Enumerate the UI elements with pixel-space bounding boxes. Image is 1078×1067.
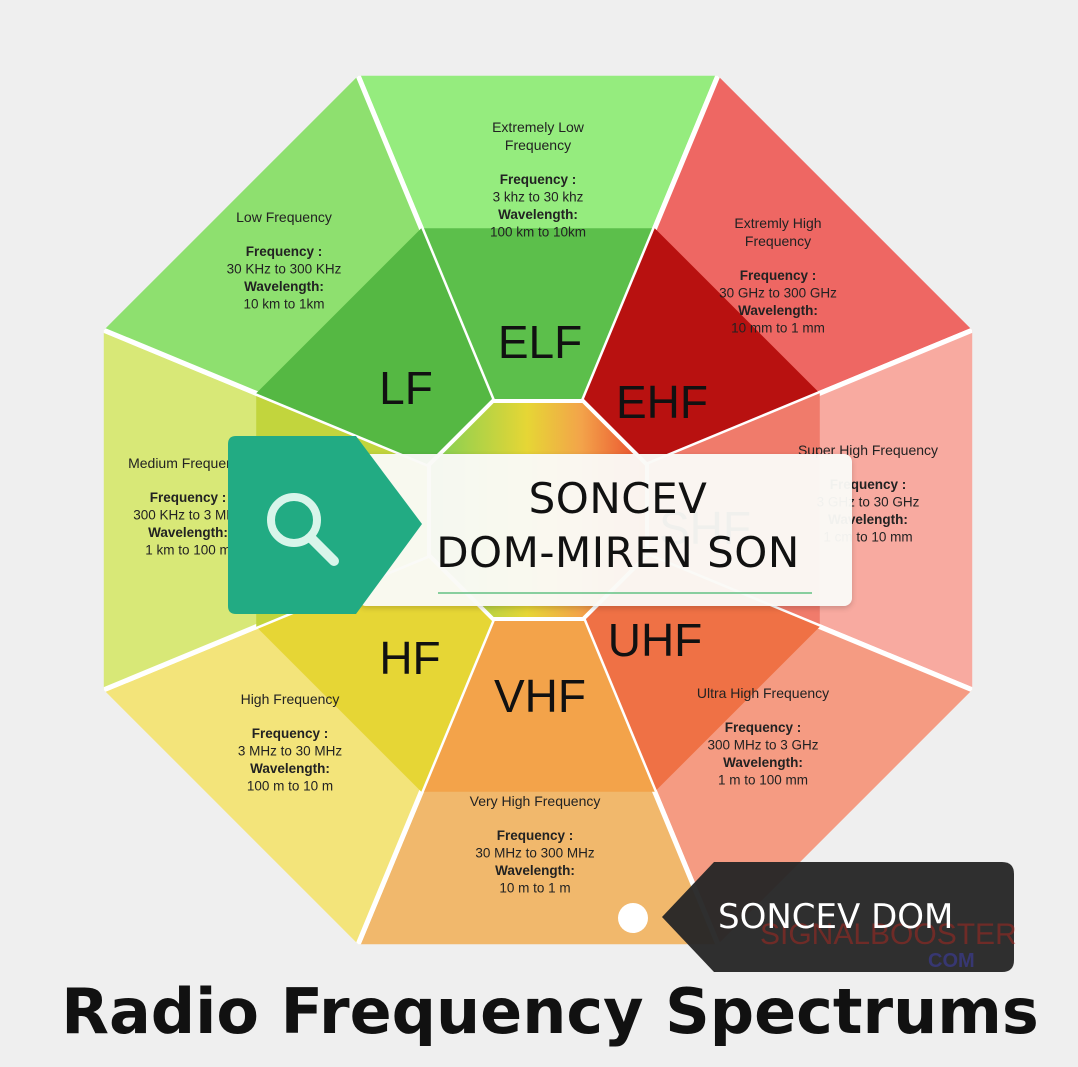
wavelength-label: Wavelength: xyxy=(738,303,818,318)
frequency-label: Frequency : xyxy=(150,490,227,505)
watermark-text: SIGNALBOOSTER xyxy=(760,918,1017,951)
wavelength-label: Wavelength: xyxy=(250,761,330,776)
search-banner[interactable]: SONCEV DOM-MIREN SON xyxy=(228,436,856,614)
band-abbr-ehf: EHF xyxy=(616,376,708,428)
frequency-value: 3 MHz to 30 MHz xyxy=(238,744,343,759)
wavelength-value: 1 m to 100 mm xyxy=(718,773,808,788)
wavelength-label: Wavelength: xyxy=(148,525,228,540)
band-abbr-vhf: VHF xyxy=(494,670,586,722)
page-title: Radio Frequency Spectrums xyxy=(61,975,1039,1048)
search-tab[interactable] xyxy=(228,436,424,614)
wavelength-value: 10 m to 1 m xyxy=(499,881,570,896)
wavelength-value: 10 mm to 1 mm xyxy=(731,321,825,336)
wavelength-value: 100 m to 10 m xyxy=(247,779,333,794)
wavelength-value: 100 km to 10km xyxy=(490,225,586,240)
search-icon[interactable] xyxy=(262,488,344,570)
band-title: Low Frequency xyxy=(236,209,332,225)
band-title: Frequency xyxy=(505,137,571,153)
wavelength-value: 10 km to 1km xyxy=(243,297,324,312)
frequency-label: Frequency : xyxy=(740,268,817,283)
band-inner-elf xyxy=(421,228,655,510)
frequency-value: 300 KHz to 3 MHz xyxy=(133,508,243,523)
band-inner-vhf xyxy=(421,510,655,792)
tag-dot xyxy=(618,903,648,933)
search-banner-line-2: DOM-MIREN SON xyxy=(436,528,800,577)
watermark-text-com: COM xyxy=(928,950,975,972)
search-banner-card[interactable] xyxy=(358,454,852,606)
band-abbr-uhf: UHF xyxy=(608,614,703,666)
search-banner-line-1: SONCEV xyxy=(528,474,708,523)
wavelength-label: Wavelength: xyxy=(498,207,578,222)
band-title: High Frequency xyxy=(241,691,340,707)
search-banner-text[interactable]: SONCEV DOM-MIREN SON xyxy=(388,472,848,580)
frequency-value: 30 GHz to 300 GHz xyxy=(719,286,837,301)
frequency-value: 300 MHz to 3 GHz xyxy=(707,738,818,753)
band-abbr-hf: HF xyxy=(379,632,440,684)
tag-label[interactable] xyxy=(662,862,1014,972)
band-title: Ultra High Frequency xyxy=(697,685,829,701)
wavelength-value: 1 km to 100 m xyxy=(145,543,231,558)
tag-label-text[interactable]: SONCEV DOM xyxy=(718,897,954,937)
wavelength-label: Wavelength: xyxy=(244,279,324,294)
wavelength-label: Wavelength: xyxy=(495,863,575,878)
frequency-label: Frequency : xyxy=(725,720,802,735)
frequency-label: Frequency : xyxy=(252,726,329,741)
band-abbr-lf: LF xyxy=(379,362,433,414)
frequency-value: 3 khz to 30 khz xyxy=(493,190,584,205)
frequency-value: 30 KHz to 300 KHz xyxy=(227,262,342,277)
band-abbr-elf: ELF xyxy=(498,316,582,368)
band-title: Extremely Low xyxy=(492,119,585,135)
frequency-label: Frequency : xyxy=(246,244,323,259)
band-title: Extremly High xyxy=(734,215,821,231)
wavelength-label: Wavelength: xyxy=(723,755,803,770)
frequency-label: Frequency : xyxy=(497,828,574,843)
frequency-value: 30 MHz to 300 MHz xyxy=(475,846,595,861)
band-title: Frequency xyxy=(745,233,811,249)
search-banner-underline xyxy=(438,592,812,594)
band-title: Very High Frequency xyxy=(470,793,601,809)
band-title: Medium Frequency xyxy=(128,455,248,471)
frequency-label: Frequency : xyxy=(500,172,577,187)
